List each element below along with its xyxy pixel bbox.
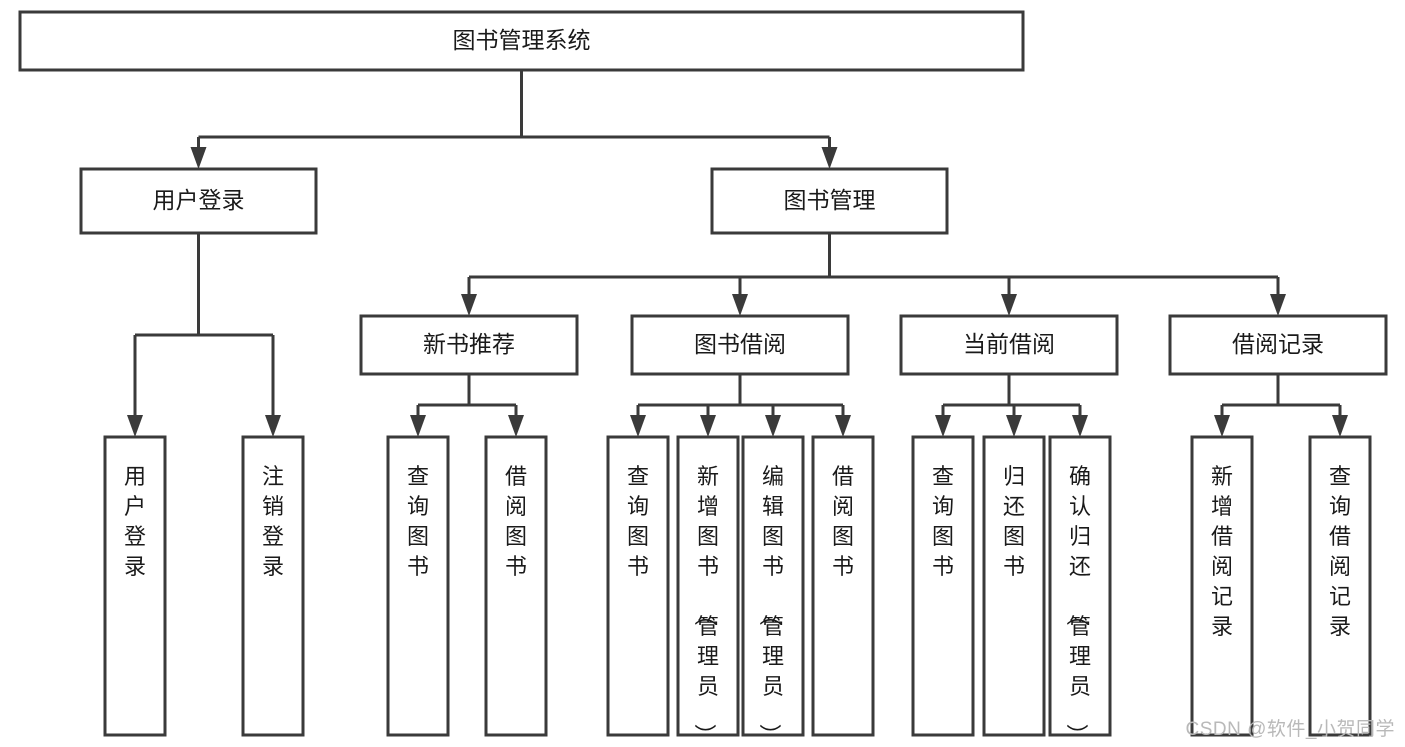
arrow-head-icon <box>732 294 748 316</box>
node-label: 新增借阅记录 <box>1211 464 1233 639</box>
node-box[interactable] <box>1308 435 1372 737</box>
node-label: 归还图书 <box>1003 464 1025 579</box>
arrow-head-icon <box>1006 415 1022 437</box>
node-box[interactable] <box>79 167 318 235</box>
node-box[interactable] <box>741 435 805 737</box>
node-label: 借阅图书 <box>505 464 527 579</box>
node-leaf-logout[interactable]: 注销登录 <box>241 435 305 737</box>
node-root[interactable]: 图书管理系统 <box>18 10 1025 72</box>
arrow-head-icon <box>630 415 646 437</box>
node-leaf-borrow-query[interactable]: 查询图书 <box>606 435 670 737</box>
node-book-borrow[interactable]: 图书借阅 <box>630 314 850 376</box>
node-label: 新书推荐 <box>423 331 515 357</box>
arrow-head-icon <box>835 415 851 437</box>
node-leaf-rec-add[interactable]: 新增借阅记录 <box>1190 435 1254 737</box>
node-leaf-rec-search[interactable]: 查询借阅记录 <box>1308 435 1372 737</box>
node-label: 当前借阅 <box>963 331 1055 357</box>
node-box[interactable] <box>1048 435 1112 737</box>
watermark-label: CSDN @软件_小贺同学 <box>1185 719 1395 740</box>
node-label: 借阅记录 <box>1232 331 1324 357</box>
node-leaf-rec-borrow[interactable]: 借阅图书 <box>484 435 548 737</box>
node-label: 查询图书 <box>627 464 649 579</box>
node-label: 查询图书 <box>932 464 954 579</box>
node-label: 编辑图书（管理员） <box>757 464 784 746</box>
node-book-manage[interactable]: 图书管理 <box>710 167 949 235</box>
node-borrow-record[interactable]: 借阅记录 <box>1168 314 1388 376</box>
connector-group-root <box>190 70 838 169</box>
node-box[interactable] <box>1190 435 1254 737</box>
arrow-head-icon <box>1270 294 1286 316</box>
node-new-book-rec[interactable]: 新书推荐 <box>359 314 579 376</box>
arrow-head-icon <box>410 415 426 437</box>
connector-layer <box>127 70 1348 437</box>
node-box[interactable] <box>359 314 579 376</box>
node-label: 查询借阅记录 <box>1329 464 1351 639</box>
arrow-head-icon <box>190 147 207 169</box>
node-label: 查询图书 <box>407 464 429 579</box>
arrow-head-icon <box>461 294 477 316</box>
node-leaf-cur-confirm[interactable]: 确认归还（管理员） <box>1048 435 1112 746</box>
node-user-login[interactable]: 用户登录 <box>79 167 318 235</box>
node-label: 图书借阅 <box>694 331 786 357</box>
connector-group-current-borrow <box>935 374 1088 437</box>
arrow-head-icon <box>1072 415 1088 437</box>
node-label: 图书管理系统 <box>453 27 591 53</box>
node-label: 确认归还（管理员） <box>1064 464 1091 746</box>
node-leaf-cur-query[interactable]: 查询图书 <box>911 435 975 737</box>
node-label: 新增图书（管理员） <box>692 464 719 746</box>
node-box[interactable] <box>18 10 1025 72</box>
node-box[interactable] <box>811 435 875 737</box>
arrow-head-icon <box>1332 415 1348 437</box>
node-leaf-borrow-add[interactable]: 新增图书（管理员） <box>676 435 740 746</box>
node-box[interactable] <box>484 435 548 737</box>
arrow-head-icon <box>1001 294 1017 316</box>
arrow-head-icon <box>265 415 281 437</box>
node-leaf-borrow-edit[interactable]: 编辑图书（管理员） <box>741 435 805 746</box>
connector-group-book-manage <box>461 233 1286 316</box>
node-box[interactable] <box>103 435 167 737</box>
connector-group-user-login <box>127 233 281 437</box>
node-label: 注销登录 <box>262 464 284 579</box>
node-label: 用户登录 <box>124 464 146 579</box>
arrow-head-icon <box>1214 415 1230 437</box>
node-box[interactable] <box>911 435 975 737</box>
node-layer: 图书管理系统用户登录图书管理新书推荐图书借阅当前借阅借阅记录用户登录注销登录查询… <box>18 10 1388 746</box>
arrow-head-icon <box>765 415 781 437</box>
node-box[interactable] <box>676 435 740 737</box>
node-box[interactable] <box>241 435 305 737</box>
node-label: 图书管理 <box>784 187 876 213</box>
connector-group-new-book-rec <box>410 374 524 437</box>
connector-group-book-borrow <box>630 374 851 437</box>
arrow-head-icon <box>127 415 143 437</box>
arrow-head-icon <box>821 147 838 169</box>
node-leaf-rec-query[interactable]: 查询图书 <box>386 435 450 737</box>
connector-group-borrow-record <box>1214 374 1348 437</box>
node-box[interactable] <box>982 435 1046 737</box>
node-box[interactable] <box>710 167 949 235</box>
arrow-head-icon <box>508 415 524 437</box>
node-leaf-cur-return[interactable]: 归还图书 <box>982 435 1046 737</box>
node-leaf-user-login[interactable]: 用户登录 <box>103 435 167 737</box>
node-leaf-borrow-do[interactable]: 借阅图书 <box>811 435 875 737</box>
arrow-head-icon <box>935 415 951 437</box>
node-current-borrow[interactable]: 当前借阅 <box>899 314 1119 376</box>
node-box[interactable] <box>899 314 1119 376</box>
node-label: 借阅图书 <box>832 464 854 579</box>
node-label: 用户登录 <box>153 187 245 213</box>
node-box[interactable] <box>630 314 850 376</box>
node-box[interactable] <box>386 435 450 737</box>
arrow-head-icon <box>700 415 716 437</box>
node-box[interactable] <box>606 435 670 737</box>
node-box[interactable] <box>1168 314 1388 376</box>
